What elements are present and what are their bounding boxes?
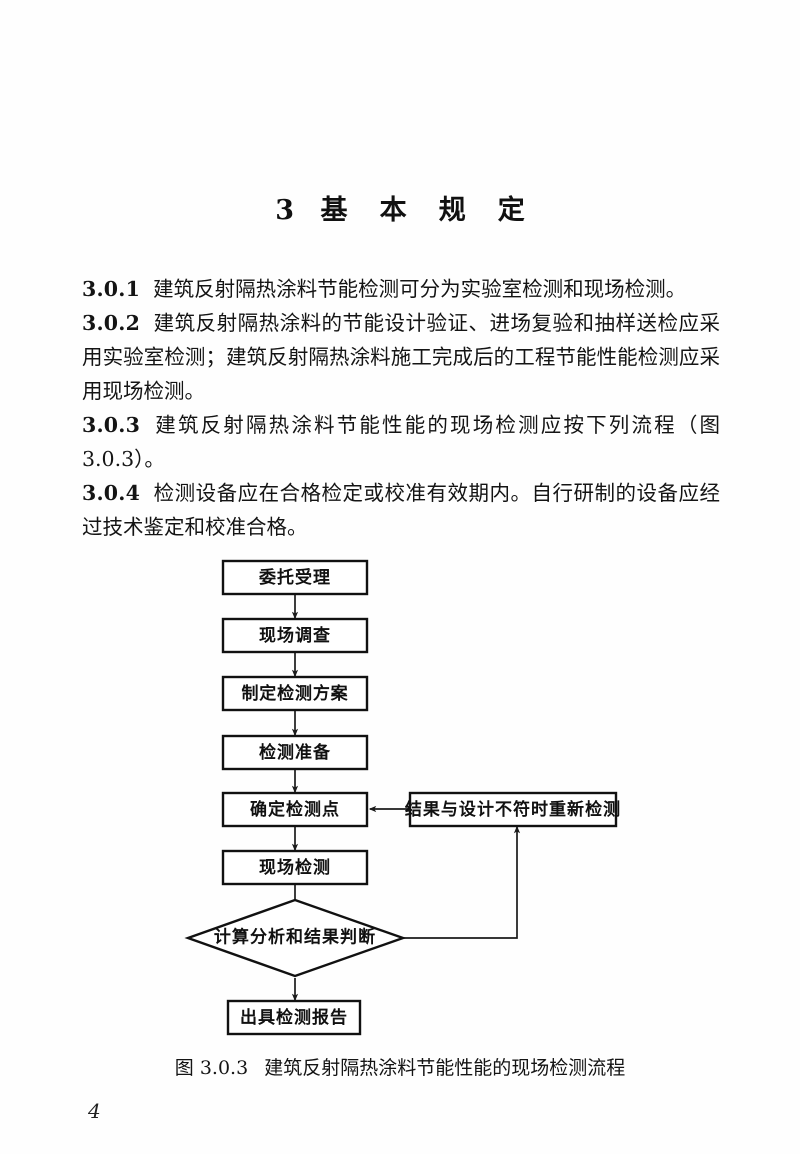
page-title: 3 基 本 规 定: [0, 188, 800, 227]
clause-text-3-0-2: 建筑反射隔热涂料的节能设计验证、进场复验和抽样送检应采用实验室检测；建筑反射隔热…: [82, 311, 720, 403]
flow-node-xianchang-jiance[interactable]: 现场检测: [221, 849, 369, 886]
clause-text-3-0-1: 建筑反射隔热涂料节能检测可分为实验室检测和现场检测。: [153, 277, 687, 301]
node-label-n3: 制定检测方案: [241, 683, 348, 704]
node-label-n4: 检测准备: [259, 742, 331, 763]
chapter-title-text: 基 本 规 定: [320, 195, 537, 226]
flow-node-jiance-zhunbei[interactable]: 检测准备: [221, 734, 369, 771]
node-box-n3: [221, 675, 369, 712]
node-box-n5: [221, 791, 369, 828]
node-box-n4: [221, 734, 369, 771]
edge-n7-n9: [403, 825, 521, 939]
node-box-n1: [221, 559, 369, 596]
clause-number-3-0-1: 3.0.1: [82, 277, 141, 301]
node-label-n1: 委托受理: [258, 567, 331, 588]
clause-number-3-0-4: 3.0.4: [82, 481, 141, 505]
clause-number-3-0-2: 3.0.2: [82, 311, 141, 335]
node-label-n8: 出具检测报告: [240, 1007, 348, 1028]
figure-caption: 图 3.0.3 建筑反射隔热涂料节能性能的现场检测流程: [0, 1053, 800, 1080]
flow-connectors: [291, 594, 521, 1002]
flow-node-jieguo-yu-sheji-bufu-chongxin-jiance[interactable]: 结果与设计不符时重新检测: [405, 791, 621, 828]
clause-text-3-0-3: 建筑反射隔热涂料节能性能的现场检测应按下列流程（图 3.0.3）。: [82, 413, 720, 471]
node-box-n2: [221, 617, 369, 654]
node-label-n5: 确定检测点: [250, 799, 340, 820]
node-box-n6: [221, 849, 369, 886]
figure-number: 图 3.0.3: [174, 1057, 249, 1079]
flow-node-zhiding-jiance-fangan[interactable]: 制定检测方案: [221, 675, 369, 712]
clause-text-3-0-4: 检测设备应在合格检定或校准有效期内。自行研制的设备应经过技术鉴定和校准合格。: [82, 481, 720, 539]
node-box-n8: [226, 999, 362, 1036]
node-diamond-n7: [184, 898, 407, 978]
flowchart-figure: 委托受理 现场调查 制定检测方案 检测准备 确定检测点: [0, 548, 800, 1048]
clause-3-0-1: 3.0.1 建筑反射隔热涂料节能检测可分为实验室检测和现场检测。: [82, 272, 720, 306]
flow-node-weituo-shouli[interactable]: 委托受理: [221, 559, 369, 596]
figure-title: 建筑反射隔热涂料节能性能的现场检测流程: [264, 1057, 626, 1079]
node-label-n7: 计算分析和结果判断: [214, 927, 376, 948]
flow-node-chuju-jiance-baogao[interactable]: 出具检测报告: [226, 999, 362, 1036]
flow-node-xianchang-diaocha[interactable]: 现场调查: [221, 617, 369, 654]
clause-number-3-0-3: 3.0.3: [82, 413, 141, 437]
page-number: 4: [88, 1099, 101, 1123]
node-box-n9: [408, 791, 618, 828]
flow-node-jisuan-fenxi-jieguo-panduan[interactable]: 计算分析和结果判断: [184, 898, 407, 978]
node-label-n2: 现场调查: [259, 625, 331, 646]
flow-node-queding-jiancedian[interactable]: 确定检测点: [221, 791, 369, 828]
node-label-n9: 结果与设计不符时重新检测: [405, 799, 621, 820]
chapter-number: 3: [275, 195, 295, 226]
node-label-n6: 现场检测: [259, 857, 331, 878]
